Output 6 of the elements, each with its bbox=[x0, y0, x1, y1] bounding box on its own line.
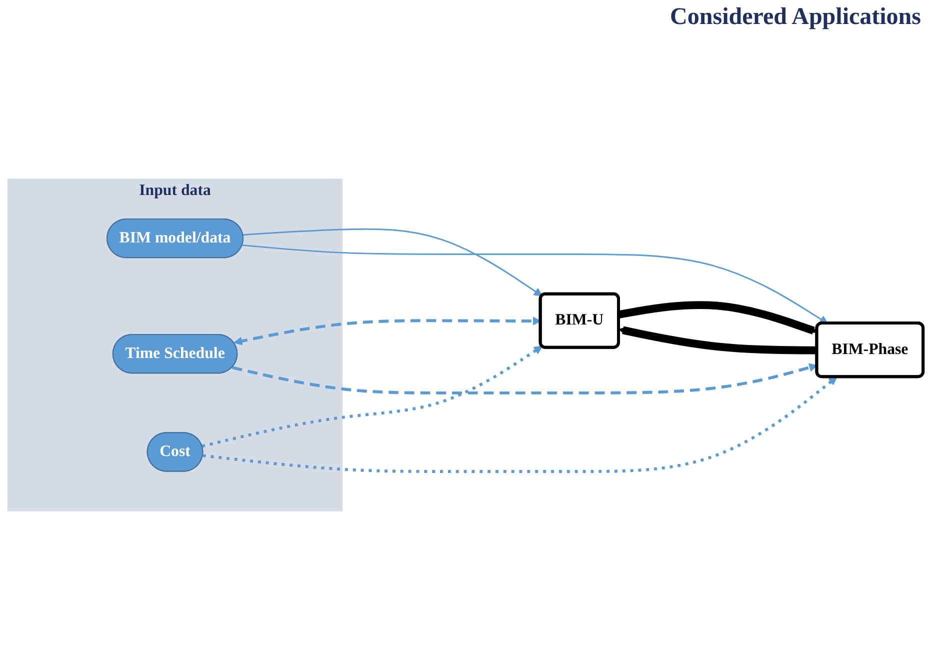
arrow bbox=[618, 326, 818, 354]
arrow bbox=[202, 376, 838, 473]
arrow bbox=[202, 346, 543, 448]
arrow bbox=[242, 244, 828, 324]
arrow bbox=[243, 228, 543, 296]
column-heading: Considered Applications bbox=[670, 4, 921, 31]
